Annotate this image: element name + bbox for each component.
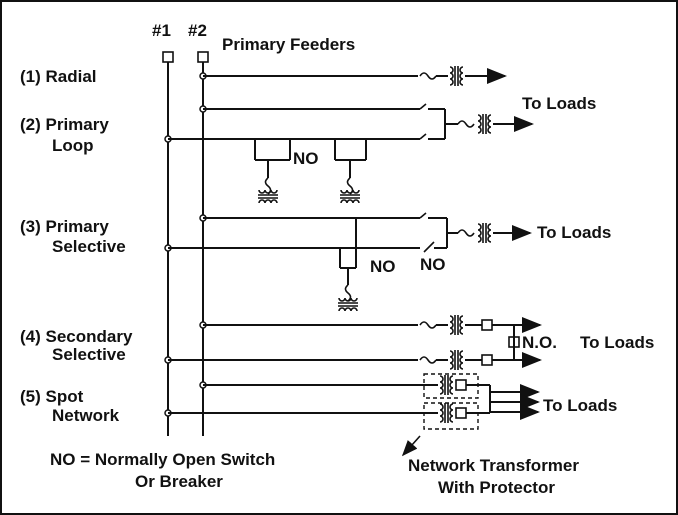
system-4-line1: (4) Secondary	[20, 327, 133, 346]
system-3-line1: (3) Primary	[20, 217, 109, 236]
system-5-line1: (5) Spot	[20, 387, 84, 406]
system-3-line2: Selective	[52, 237, 126, 256]
legend-line-2: Or Breaker	[135, 472, 223, 491]
to-loads-label-5: To Loads	[543, 396, 617, 415]
system-4-line2: Selective	[52, 345, 126, 364]
feeder-2-breaker	[197, 51, 209, 63]
system-2-line2: Loop	[52, 136, 94, 155]
selective-no-label-1: NO	[370, 257, 396, 276]
secondary-no-label: N.O.	[522, 333, 557, 352]
network-note-line-1: Network Transformer	[408, 456, 579, 475]
legend-line-1: NO = Normally Open Switch	[50, 450, 275, 469]
system-1-line1: (1) Radial	[20, 67, 97, 86]
secondary-selective-circuit	[164, 314, 542, 371]
system-2-line1: (2) Primary	[20, 115, 109, 134]
primary-feeders-title: Primary Feeders	[222, 35, 355, 54]
feeder-1-breaker	[162, 51, 174, 63]
system-5-line2: Network	[52, 406, 120, 425]
spot-network-circuit	[164, 373, 540, 457]
to-loads-label-1: To Loads	[522, 94, 596, 113]
selective-no-label-2: NO	[420, 255, 446, 274]
feeder-2-label: #2	[188, 21, 207, 40]
primary-loop-circuit	[164, 103, 534, 204]
primary-selective-circuit	[164, 212, 532, 312]
network-note-line-2: With Protector	[438, 478, 555, 497]
feeder-1-label: #1	[152, 21, 171, 40]
to-loads-label-4: To Loads	[580, 333, 654, 352]
to-loads-label-3: To Loads	[537, 223, 611, 242]
loop-no-label: NO	[293, 149, 319, 168]
radial-circuit	[199, 65, 507, 87]
